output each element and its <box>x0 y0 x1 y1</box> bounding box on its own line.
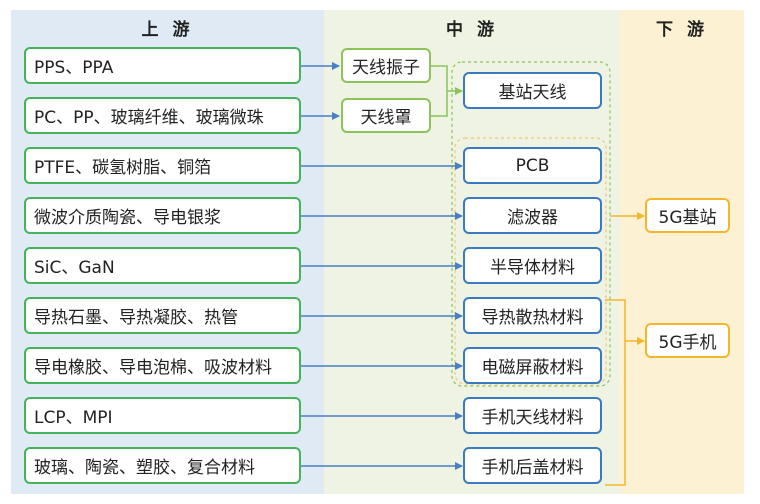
upstream-header: 上 游 <box>141 20 194 40</box>
upstream-item: PTFE、碳氢树脂、铜箔 <box>24 147 301 184</box>
midstream-item: 半导体材料 <box>463 247 602 284</box>
downstream-header: 下 游 <box>656 20 708 40</box>
upstream-item: 微波介质陶瓷、导电银浆 <box>24 197 301 234</box>
upstream-item: PC、PP、玻璃纤维、玻璃微珠 <box>24 97 301 134</box>
bracket-to-5g-phone <box>605 299 626 486</box>
midstream-item: 手机天线材料 <box>463 397 602 434</box>
upstream-item: PPS、PPA <box>24 47 301 84</box>
group-outline-green <box>451 61 611 387</box>
midstream-item: 电磁屏蔽材料 <box>463 347 602 384</box>
upstream-item: 导电橡胶、导电泡棉、吸波材料 <box>24 347 301 384</box>
downstream-item: 5G手机 <box>645 323 730 358</box>
downstream-item: 5G基站 <box>645 198 730 233</box>
arrow-sub-to-antenna <box>431 65 448 117</box>
midstream-sub-item: 天线罩 <box>341 98 431 133</box>
midstream-item: 手机后盖材料 <box>463 447 602 484</box>
upstream-item: LCP、MPI <box>24 397 301 434</box>
midstream-sub-item: 天线振子 <box>341 48 431 83</box>
upstream-item: 玻璃、陶瓷、塑胶、复合材料 <box>24 447 301 484</box>
upstream-item: SiC、GaN <box>24 247 301 284</box>
group-outline-orange <box>454 137 607 385</box>
downstream-column <box>620 10 744 494</box>
midstream-item: PCB <box>463 147 602 184</box>
midstream-item: 滤波器 <box>463 197 602 234</box>
midstream-item: 基站天线 <box>463 72 602 109</box>
upstream-item: 导热石墨、导热凝胶、热管 <box>24 297 301 334</box>
midstream-header: 中 游 <box>446 20 498 40</box>
midstream-item: 导热散热材料 <box>463 297 602 334</box>
